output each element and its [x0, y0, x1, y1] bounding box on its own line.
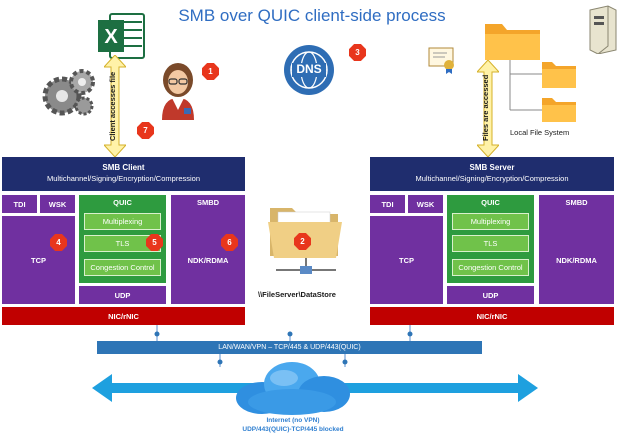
- client-access-label: Client accesses file: [108, 71, 117, 141]
- client-udp: UDP: [79, 286, 166, 304]
- client-nic: NIC/rNIC: [2, 307, 245, 325]
- dns-label: DNS: [296, 62, 322, 76]
- client-wsk: WSK: [40, 195, 75, 213]
- server-wsk: WSK: [408, 195, 443, 213]
- smb-client-header: SMB Client Multichannel/Signing/Encrypti…: [2, 157, 245, 191]
- lan-bar: LAN/WAN/VPN – TCP/445 & UDP/443(QUIC): [97, 341, 482, 354]
- client-multiplexing: Multiplexing: [84, 213, 161, 230]
- server-ndk-rdma: NDK/RDMA: [556, 256, 597, 265]
- server-tdi: TDI: [370, 195, 405, 213]
- server-tower-icon: [586, 4, 618, 55]
- network-connectors: [0, 325, 624, 385]
- step-badge-1: 1: [202, 63, 219, 80]
- server-udp: UDP: [447, 286, 534, 304]
- excel-icon: X: [96, 12, 146, 60]
- internet-label: Internet (no VPN): [266, 417, 320, 424]
- internet-blocked-label: UDP/443(QUIC)-TCP/445 blocked: [242, 426, 344, 433]
- dns-icon: DNS: [283, 44, 335, 96]
- client-tdi: TDI: [2, 195, 37, 213]
- step-badge-5: 5: [146, 234, 163, 251]
- server-smbd: SMBD: [565, 198, 588, 207]
- smb-server-header: SMB Server Multichannel/Signing/Encrypti…: [370, 157, 614, 191]
- client-ndk-rdma: NDK/RDMA: [187, 256, 229, 265]
- server-tls: TLS: [452, 235, 529, 252]
- diagram-title: SMB over QUIC client-side process: [178, 6, 446, 25]
- file-server-path: \\FileServer\DataStore: [258, 290, 336, 299]
- step-badge-7: 7: [137, 122, 154, 139]
- server-tcp: TCP: [370, 216, 443, 304]
- user-icon: [156, 58, 200, 120]
- client-quic-label: QUIC: [113, 198, 132, 207]
- gears-icon: [38, 66, 98, 118]
- files-accessed-label: Files are accessed: [481, 74, 490, 142]
- server-smbd-ndk: [539, 195, 614, 304]
- svg-text:X: X: [104, 26, 118, 48]
- server-quic-label: QUIC: [481, 198, 500, 207]
- step-badge-4: 4: [50, 234, 67, 251]
- server-multiplexing: Multiplexing: [452, 213, 529, 230]
- cloud-icon: [228, 360, 358, 416]
- client-smbd: SMBD: [196, 198, 220, 207]
- client-tcp: TCP: [2, 216, 75, 304]
- step-badge-3: 3: [349, 44, 366, 61]
- step-badge-2: 2: [294, 233, 311, 250]
- smb-server-title: SMB Server: [469, 163, 515, 172]
- folder-tree-icon: [480, 10, 580, 122]
- smb-server-subtitle: Multichannel/Signing/Encryption/Compress…: [415, 174, 569, 183]
- smb-client-title: SMB Client: [102, 163, 145, 172]
- server-nic: NIC/rNIC: [370, 307, 614, 325]
- client-congestion-control: Congestion Control: [84, 259, 161, 276]
- server-congestion-control: Congestion Control: [452, 259, 529, 276]
- folder-share-icon: [266, 198, 346, 278]
- local-file-system-label: Local File System: [510, 128, 570, 137]
- certificate-icon: [427, 44, 457, 74]
- smb-client-subtitle: Multichannel/Signing/Encryption/Compress…: [47, 174, 200, 183]
- step-badge-6: 6: [221, 234, 238, 251]
